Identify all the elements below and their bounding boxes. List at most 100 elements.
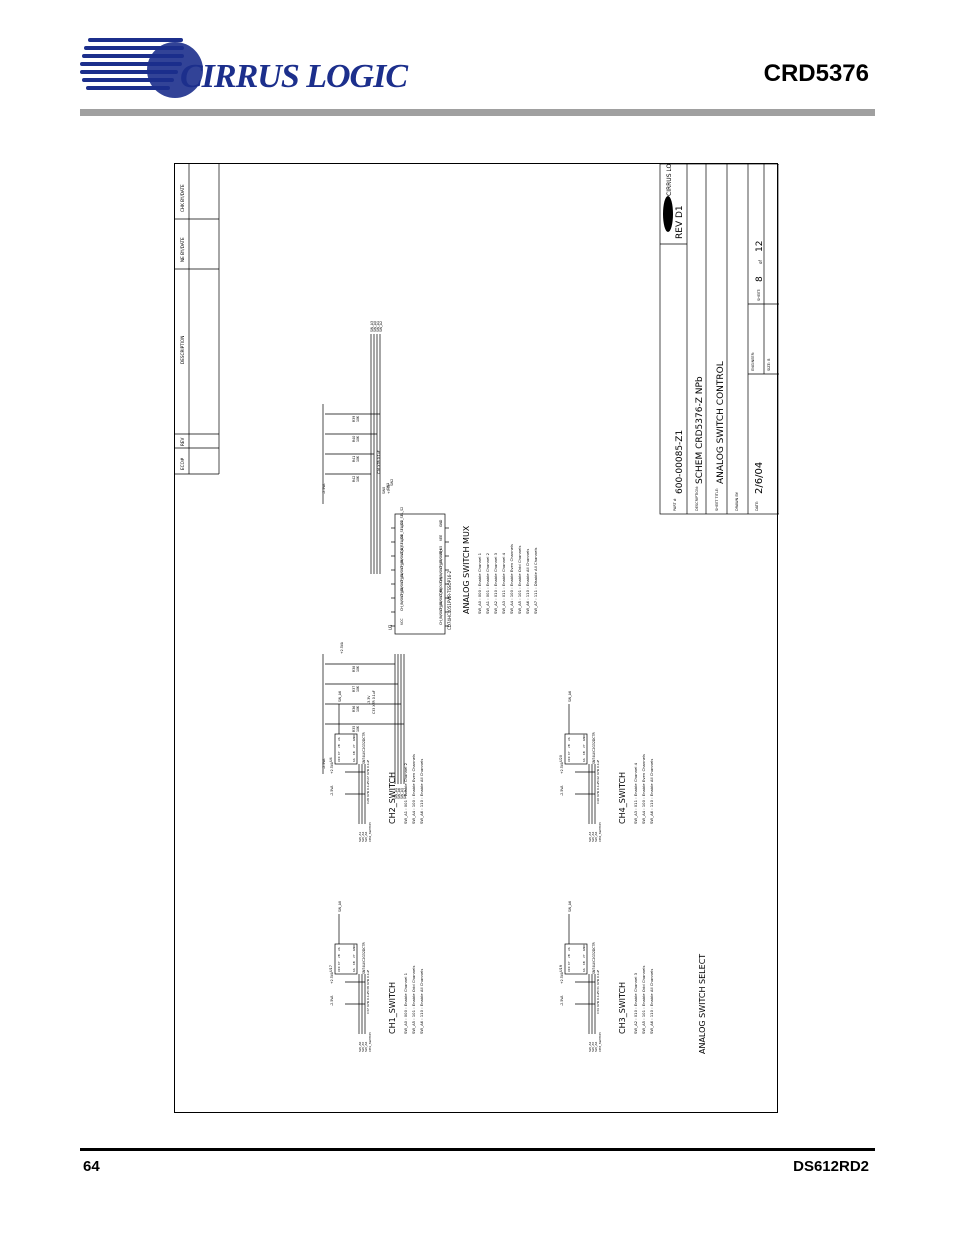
mux-pin-left: CH_IN/OUT_A7 [439, 560, 443, 583]
switch-chip [334, 733, 358, 765]
switch-output: CH3_SWITCH [598, 1032, 602, 1052]
switch-title: CH2_SWITCH [388, 772, 397, 824]
switch-input: SW_A6 [364, 1042, 368, 1052]
mux-sel-net: SW0 [382, 487, 386, 494]
mux-res-bot-val: 10K [356, 685, 360, 692]
engineer-label: ENGINEER: [751, 352, 755, 371]
switch-rail-neg: -2.5VA [330, 995, 334, 1006]
chip-pin-left: GND [352, 735, 356, 741]
document-id: DS612RD2 [793, 1158, 869, 1175]
mux-note: SW_A3 : 011 : Enable Channel 4 [501, 552, 506, 614]
chip-pin-right: VCC [337, 966, 341, 972]
mux-res-top-val: 10K [356, 435, 360, 442]
switch-note: SW_A2 : 010 : Enable Channel 3 [633, 972, 638, 1034]
rev-col-description: DESCRIPTION [180, 336, 185, 364]
switch-note: SW_A4 : 100 : Enable Even Channels [641, 754, 646, 824]
chip-pin-right: VCC [567, 966, 571, 972]
mux-note: SW_A1 : 001 : Enable Channel 2 [485, 552, 490, 614]
mux-bottom-net: SW_A4 [394, 788, 398, 799]
switch-input: SW_A6 [364, 832, 368, 842]
date-value: 2/6/04 [754, 462, 765, 494]
switch-cap: C37 X7R 0.1uF [366, 991, 370, 1014]
switch-rail-pos: +2.5VA [330, 971, 334, 984]
mux-rail: -2.5VA [322, 483, 326, 494]
rev-col-rev: REV [180, 437, 185, 446]
mux-bottom-net: SW_A6 [397, 788, 401, 799]
mux-ref: U3 [388, 624, 393, 630]
page-number: 64 [83, 1158, 100, 1175]
switch-output: CH2_SWITCH [368, 822, 372, 842]
switch-cap: C28 X7R 0.1uF [366, 781, 370, 804]
rev-col-chk: CHK BY/DATE [180, 184, 185, 212]
chip-pin-left: 1B [582, 751, 586, 755]
mux-top-net: SW_A1 [376, 321, 380, 332]
switch-output: CH4_SWITCH [598, 822, 602, 842]
switch-rail-neg: -2.5VA [560, 995, 564, 1006]
mux-res-bot: R36 [352, 706, 356, 712]
sheet-num: 8 [755, 276, 765, 282]
mux-res-top-val: 10K [356, 475, 360, 482]
chip-pin-left: GND [582, 735, 586, 741]
mux-res-bot-val: 10K [356, 665, 360, 672]
switch-ref: U4 [329, 756, 333, 762]
mux-res-bot-val: 10K [356, 725, 360, 732]
switch-rail-pos: +2.5VA [560, 971, 564, 984]
chip-pin-right: 1Y [337, 751, 341, 755]
mux-pin-right: CH_IN/OUT_A1 [400, 574, 404, 597]
chip-pin-left: 1A [582, 968, 586, 972]
title-block-logo: CIRRUS LOGIC [663, 153, 673, 232]
title-block-logo-mark [663, 196, 673, 232]
switch-rail-pos: +2.5VA [560, 761, 564, 774]
mux-sel-net: SW2 [390, 479, 394, 486]
description-label: DESCRIPTION: [695, 486, 699, 511]
sheet-label: SHEET: [757, 289, 761, 301]
switch-note: SW_A5 : 101 : Enable Odd Channels [411, 966, 416, 1034]
chip-pin-left: 2Y [582, 744, 586, 748]
switch-note: SW_A5 : 101 : Enable Odd Channels [641, 966, 646, 1034]
switch-cap: C34 X7R 0.1uF [596, 991, 600, 1014]
switch-title: CH3_SWITCH [618, 982, 627, 1034]
part-number: 600-00085-Z1 [675, 430, 685, 494]
switch-note: SW_A6 : 110 : Enable All Channels [649, 759, 654, 824]
mux-chip [394, 513, 446, 635]
mux-note: SW_A2 : 010 : Enable Channel 3 [493, 552, 498, 614]
rev-value: REV D1 [675, 205, 685, 239]
mux-rail-neg: -3.3V [367, 695, 371, 704]
mux-res-bot: R38 [352, 666, 356, 672]
mux-res-bot-val: 10K [356, 705, 360, 712]
switch-input: SW_A3 [588, 832, 592, 842]
switch-part: SN74LVC2G32DCTR [592, 732, 596, 764]
chip-pin-right: 2B [567, 954, 571, 958]
switch-note: SW_A6 : 110 : Enable All Channels [419, 759, 424, 824]
chip-pin-left: 1B [582, 961, 586, 965]
mux-res-top: R39 [352, 416, 356, 422]
switch-input: SW_A2 [588, 1042, 592, 1052]
mux-pin-left: COM_OUT/IN [439, 576, 443, 597]
switch-part: SN74LVC2G32DCTR [362, 732, 366, 764]
sheet-title-value: ANALOG SWITCH CONTROL [716, 361, 726, 484]
mux-pin-right: ADD_SEL_S2 [400, 507, 404, 527]
switch-input: SW_A6 [594, 1042, 598, 1052]
mux-title: ANALOG SWITCH MUX [462, 525, 471, 614]
mux-res-top: R41 [352, 456, 356, 462]
mux-res-top: R40 [352, 436, 356, 442]
switch-note: SW_A4 : 100 : Enable Even Channels [411, 754, 416, 824]
switch-note: SW_A6 : 110 : Enable All Channels [649, 969, 654, 1034]
mux-top-net: SW_A0 [373, 321, 377, 332]
switch-title: CH1_SWITCH [388, 982, 397, 1034]
chip-pin-left: 1A [352, 968, 356, 972]
switch-rail-pos: +2.5VA [330, 761, 334, 774]
footer-rule [80, 1148, 875, 1151]
mux-pin-right: CH_IN/OUT_A3 [400, 546, 404, 569]
mux-rail-pos-a: +2.5VA [340, 641, 344, 654]
switch-tag: SW_A6 [568, 691, 572, 702]
sheet-total: 12 [755, 241, 765, 252]
chip-pin-left: 2Y [582, 954, 586, 958]
title-block-logo-text: CIRRUS LOGIC [666, 164, 673, 196]
chip-pin-left: 2Y [352, 744, 356, 748]
switch-input: SW_A5 [361, 1042, 365, 1052]
switch-cap: C40 X7R 0.1uF [596, 781, 600, 804]
